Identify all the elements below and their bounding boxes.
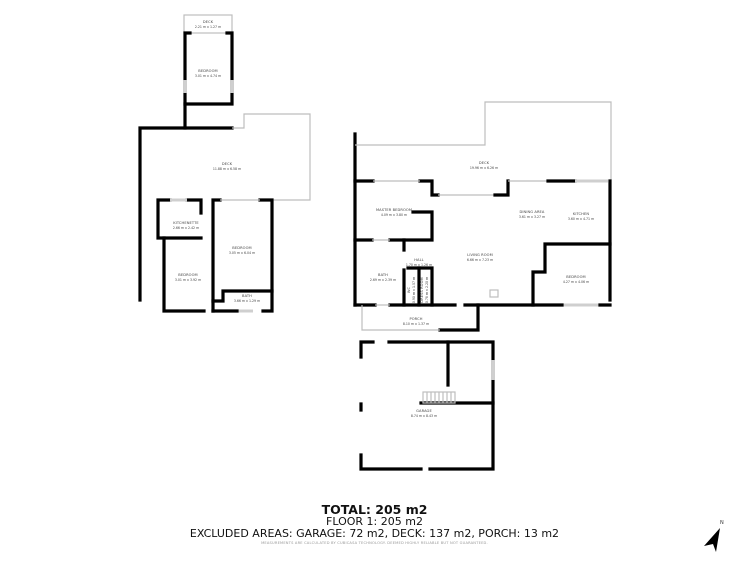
deck-left-outline — [138, 113, 311, 302]
north-label: N — [720, 520, 724, 526]
floor-area: FLOOR 1: 205 m2 — [326, 515, 423, 528]
garage-walls — [359, 340, 495, 471]
garage-stairs — [422, 391, 456, 404]
left-rooms-walls — [156, 198, 274, 313]
disclaimer: MEASUREMENTS ARE CALCULATED BY CUBICASA … — [261, 541, 488, 545]
excluded-areas: EXCLUDED AREAS: GARAGE: 72 m2, DECK: 137… — [189, 527, 560, 540]
bedroom-top-walls — [183, 31, 234, 106]
total-area: TOTAL: 205 m2 — [321, 502, 428, 517]
deck-small-outline — [183, 14, 233, 34]
house-south-wall — [353, 303, 612, 332]
bedroom-right-walls — [531, 242, 612, 307]
deck-main-outline — [353, 101, 612, 307]
left-wing-walls — [353, 210, 434, 307]
north-arrow-icon: N — [700, 520, 730, 552]
house-north-wall — [353, 179, 612, 302]
area-summary: TOTAL: 205 m2 FLOOR 1: 205 m2 EXCLUDED A… — [0, 503, 749, 546]
